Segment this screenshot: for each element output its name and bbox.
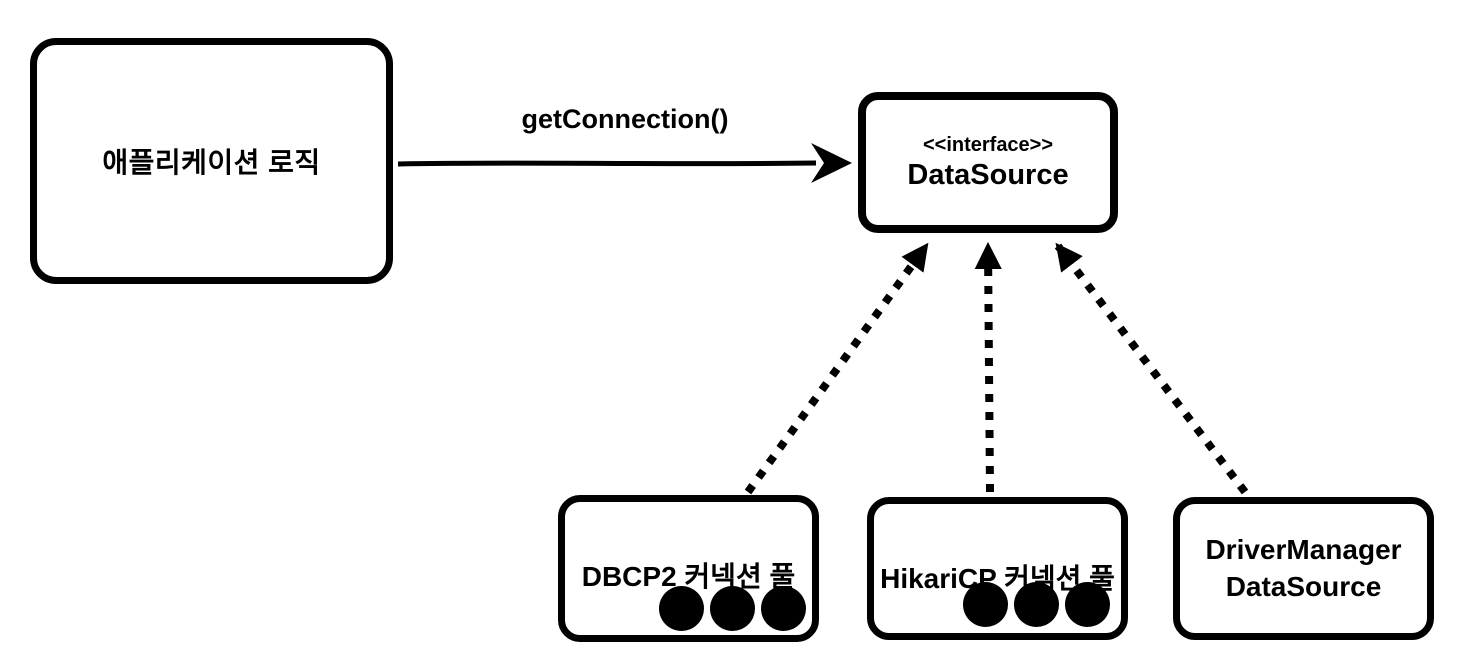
app-logic-box: 애플리케이션 로직 [30, 38, 393, 284]
interface-name: DataSource [907, 158, 1069, 191]
hikaricp-connection-dots [963, 582, 1110, 627]
get-connection-label: getConnection() [521, 104, 729, 134]
dbcp2-pool-box: DBCP2 커넥션 풀 [558, 495, 819, 642]
hikaricp-pool-box: HikariCP 커넥션 풀 [867, 497, 1128, 640]
connection-dot [761, 586, 806, 631]
dbcp2-connection-dots [659, 586, 806, 631]
connection-dot [659, 586, 704, 631]
connection-dot [1065, 582, 1110, 627]
drivermanager-line2: DataSource [1225, 570, 1382, 602]
get-connection-arrow [397, 143, 852, 183]
connection-dot [1014, 582, 1059, 627]
app-logic-label: 애플리케이션 로직 [102, 147, 321, 178]
realization-arrow-drivermanager [1054, 242, 1249, 495]
datasource-interface-box: <<interface>> DataSource [858, 92, 1118, 233]
drivermanager-datasource-box: DriverManager DataSource [1173, 497, 1434, 640]
interface-stereotype: <<interface>> [922, 133, 1054, 156]
connection-dot [710, 586, 755, 631]
connection-dot [963, 582, 1008, 627]
drivermanager-line1: DriverManager [1205, 534, 1402, 566]
realization-arrow-dbcp2 [744, 242, 930, 495]
realization-arrow-hikaricp [974, 241, 1002, 493]
